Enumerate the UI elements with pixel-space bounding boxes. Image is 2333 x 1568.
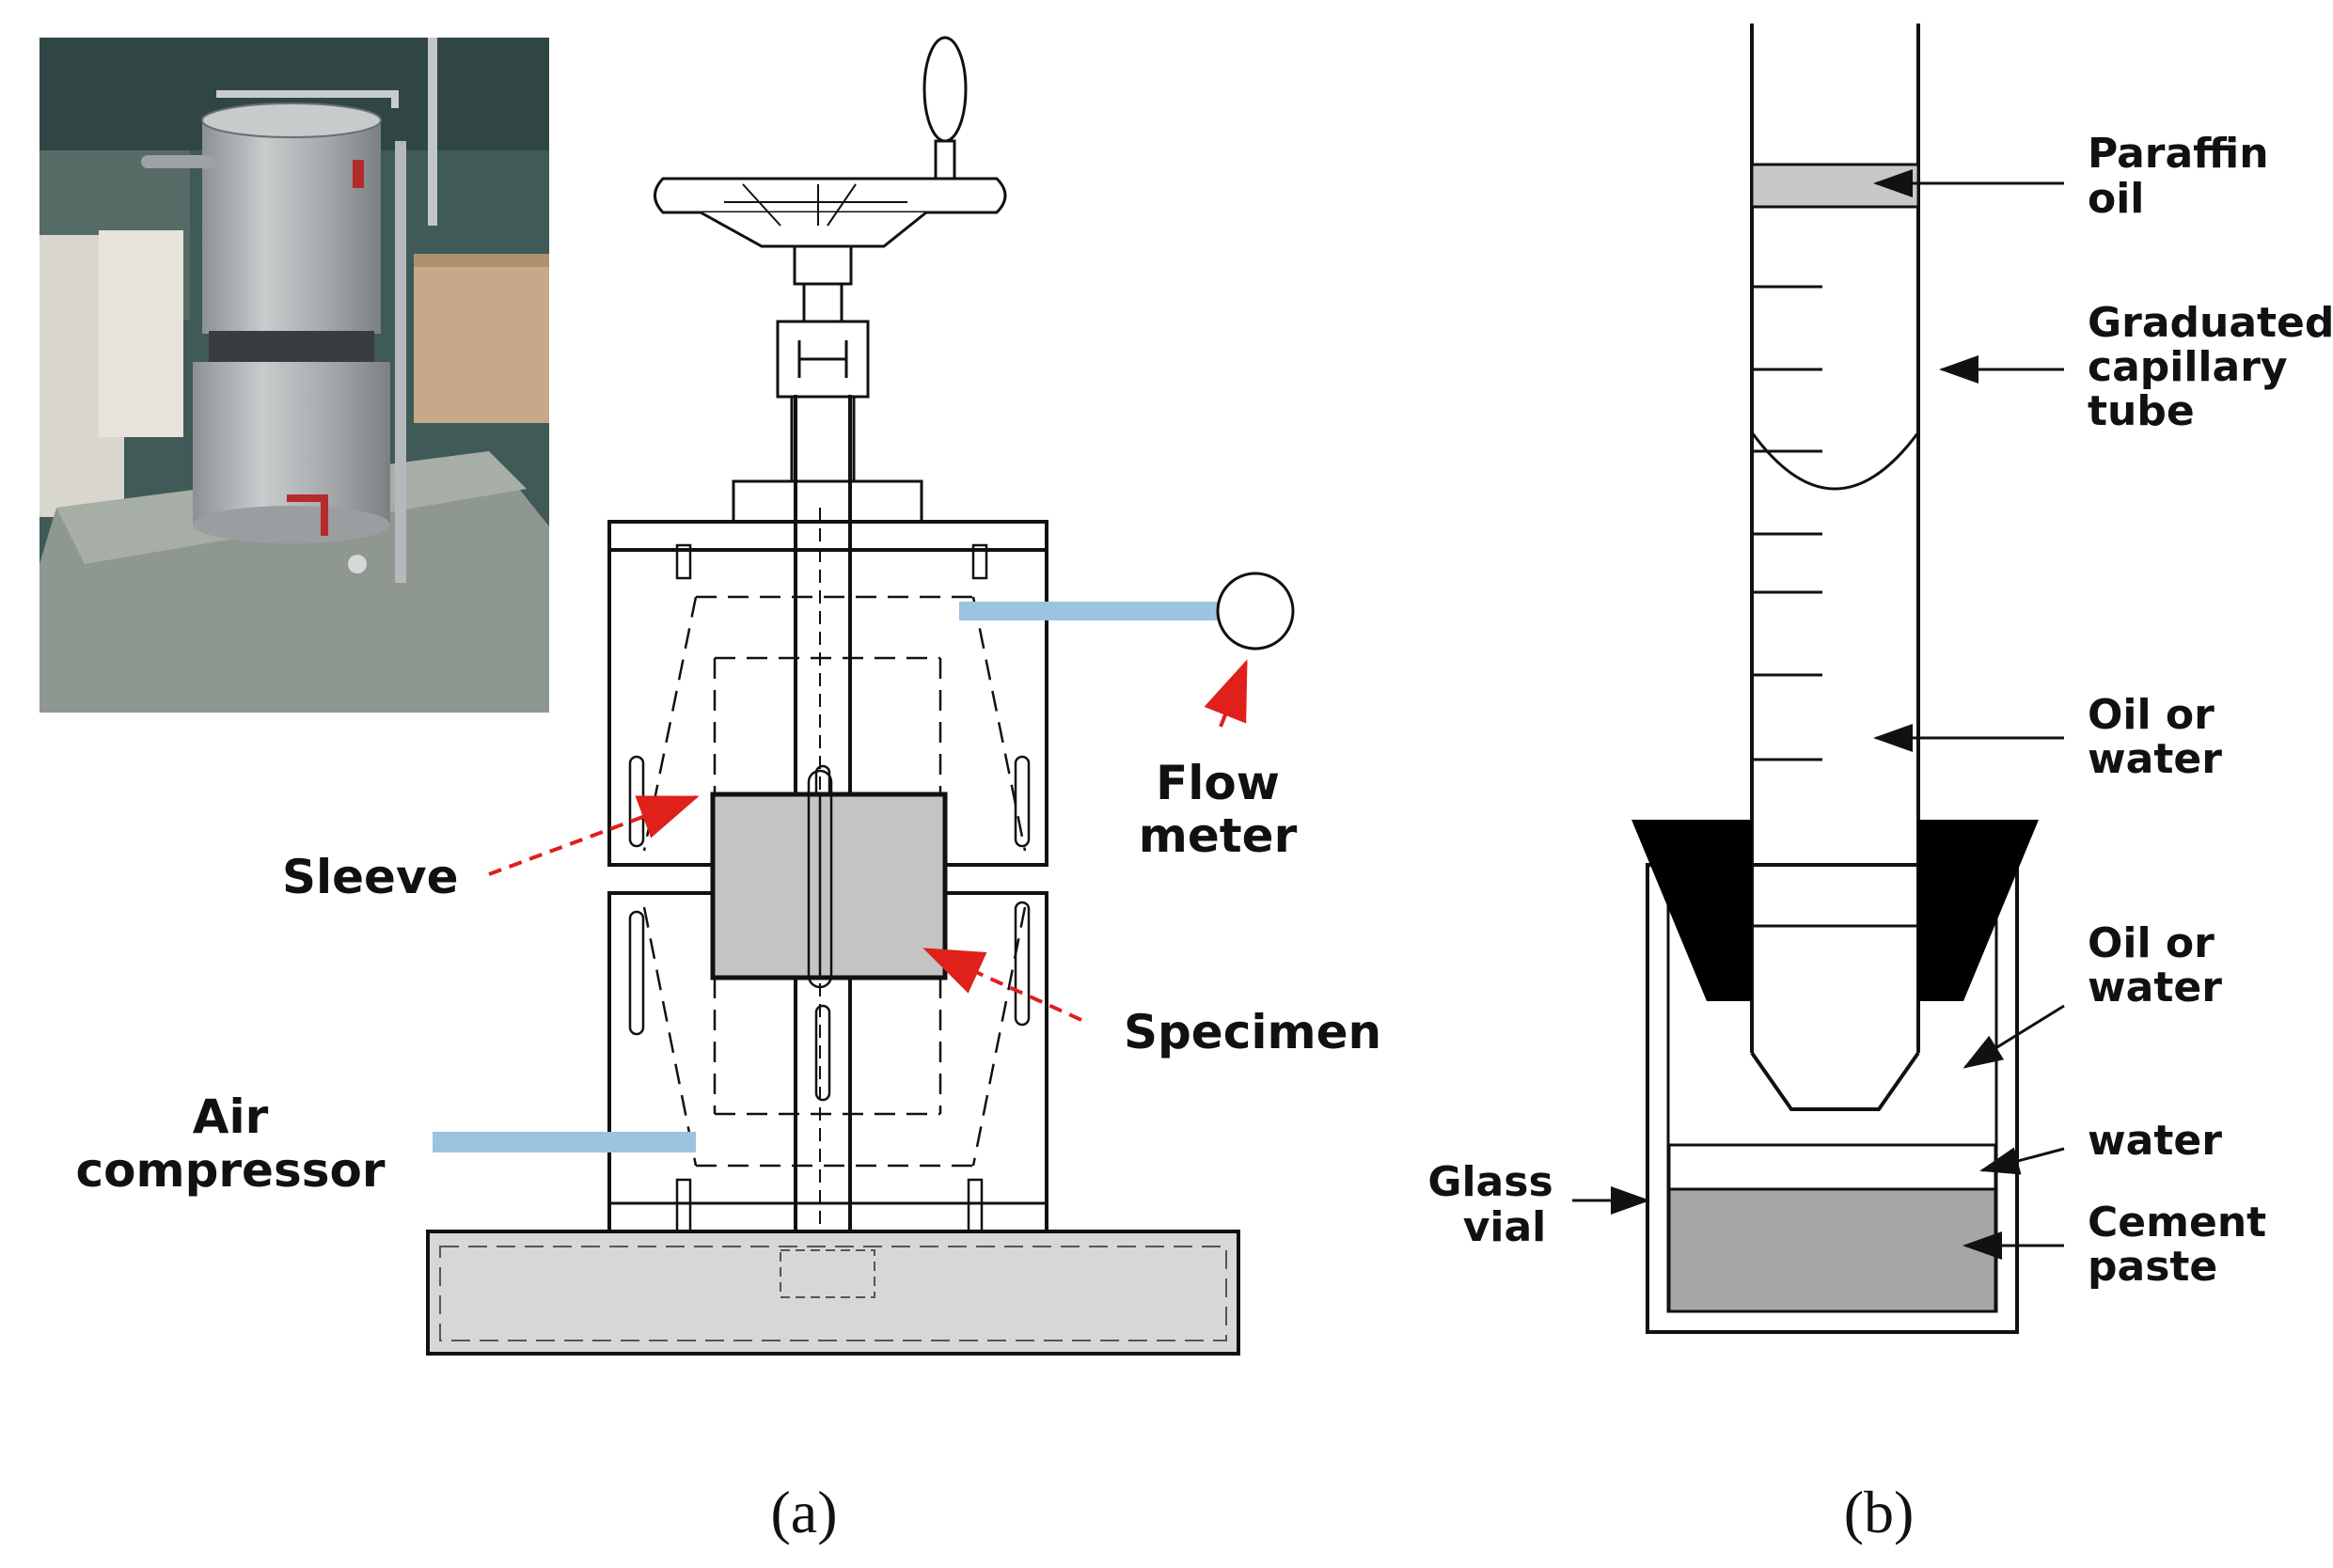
oil-or-water-bottom-label-line2: water bbox=[2088, 964, 2222, 1011]
capillary-tube-schematic bbox=[1646, 24, 2019, 1334]
stopper-right bbox=[1918, 820, 2039, 1001]
caption-b: (b) bbox=[1844, 1479, 1915, 1545]
graduated-tube-label-line1: Graduated bbox=[2088, 299, 2333, 347]
graduated-tube-label-line2: capillary bbox=[2088, 343, 2288, 391]
stopper-left bbox=[1632, 820, 1752, 1001]
oil-or-water-bottom-label-line1: Oil or bbox=[2088, 919, 2215, 967]
base-plate bbox=[426, 1230, 1240, 1356]
cement-paste-label-line1: Cement bbox=[2088, 1199, 2266, 1247]
paraffin-oil-label-line1: Paraffin bbox=[2088, 130, 2269, 178]
paraffin-oil-band bbox=[1750, 163, 1920, 209]
air-compressor-label-line1: Air bbox=[193, 1090, 269, 1144]
flow-meter-icon bbox=[1216, 572, 1295, 651]
permeability-apparatus-schematic bbox=[426, 36, 1240, 1356]
sleeve-label: Sleeve bbox=[282, 850, 458, 904]
flow-meter-label-line1: Flow bbox=[1156, 756, 1280, 810]
water-label: water bbox=[2088, 1117, 2222, 1165]
black-callout-arrows bbox=[1572, 169, 2065, 1260]
cement-paste-layer bbox=[1667, 1187, 1997, 1313]
glass-vial-label-line2: vial bbox=[1463, 1203, 1547, 1251]
red-callout-arrows bbox=[488, 659, 1248, 1022]
graduated-tube-label-line3: tube bbox=[2088, 387, 2195, 435]
oil-or-water-top-label-line2: water bbox=[2088, 735, 2222, 783]
specimen-block bbox=[710, 792, 948, 980]
paraffin-oil-label-line2: oil bbox=[2088, 175, 2144, 223]
flow-meter-label-line2: meter bbox=[1139, 808, 1298, 863]
water-layer bbox=[1667, 1143, 1997, 1191]
oil-or-water-top-label-line1: Oil or bbox=[2088, 691, 2215, 739]
glass-vial-label-line1: Glass bbox=[1427, 1158, 1553, 1206]
air-compressor-label-line2: compressor bbox=[76, 1143, 386, 1198]
meniscus bbox=[1750, 431, 1920, 491]
apparatus-photo bbox=[39, 38, 549, 713]
handwheel bbox=[654, 36, 1007, 483]
cement-paste-label-line2: paste bbox=[2088, 1243, 2217, 1291]
caption-a: (a) bbox=[770, 1479, 837, 1545]
graduation-ticks bbox=[1752, 285, 1822, 761]
specimen-label: Specimen bbox=[1124, 1005, 1381, 1059]
